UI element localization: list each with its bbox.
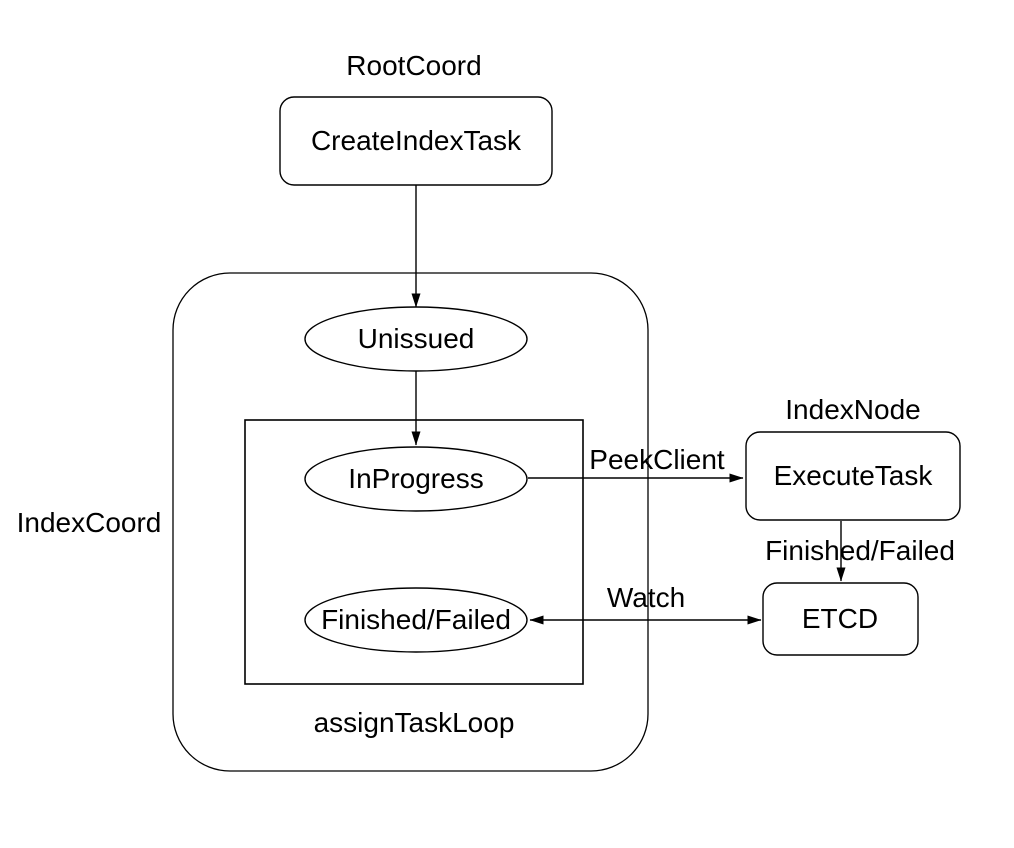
assign-task-loop-container xyxy=(244,419,584,685)
watch-edge-label: Watch xyxy=(606,582,686,614)
node-create-index-task xyxy=(279,96,553,186)
state-in-progress xyxy=(304,446,528,512)
index-coord-label: IndexCoord xyxy=(16,507,162,539)
index-node-label: IndexNode xyxy=(785,394,921,426)
create-index-task-label: CreateIndexTask xyxy=(310,125,522,157)
peek-client-edge-label: PeekClient xyxy=(589,444,725,476)
etcd-label: ETCD xyxy=(801,603,879,635)
root-coord-label: RootCoord xyxy=(346,50,482,82)
in-progress-label: InProgress xyxy=(348,463,484,495)
finished-failed-edge-label: Finished/Failed xyxy=(765,535,955,567)
index-coord-container xyxy=(172,272,649,772)
assign-task-loop-label: assignTaskLoop xyxy=(313,707,515,739)
unissued-label: Unissued xyxy=(357,323,475,355)
execute-task-label: ExecuteTask xyxy=(773,460,933,492)
state-unissued xyxy=(304,306,528,372)
state-finished-failed xyxy=(304,587,528,653)
node-execute-task xyxy=(745,431,961,521)
finished-failed-state-label: Finished/Failed xyxy=(321,604,511,636)
node-etcd xyxy=(762,582,919,656)
